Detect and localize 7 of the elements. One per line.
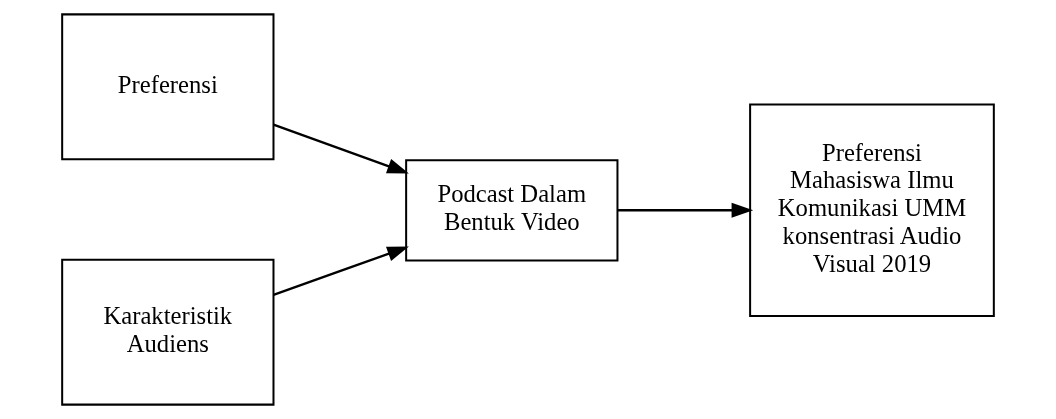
arrow — [273, 246, 409, 296]
arrow — [617, 202, 754, 218]
node-box: Preferensi Mahasiswa Ilmu Komunikasi UMM konsentrasi Audio Visual 2019 — [749, 103, 995, 317]
node-box: Karakteristik Audiens — [61, 258, 275, 406]
node-box: Preferensi — [61, 13, 275, 161]
arrow — [273, 123, 409, 174]
node-box: Podcast Dalam Bentuk Video — [405, 159, 619, 262]
